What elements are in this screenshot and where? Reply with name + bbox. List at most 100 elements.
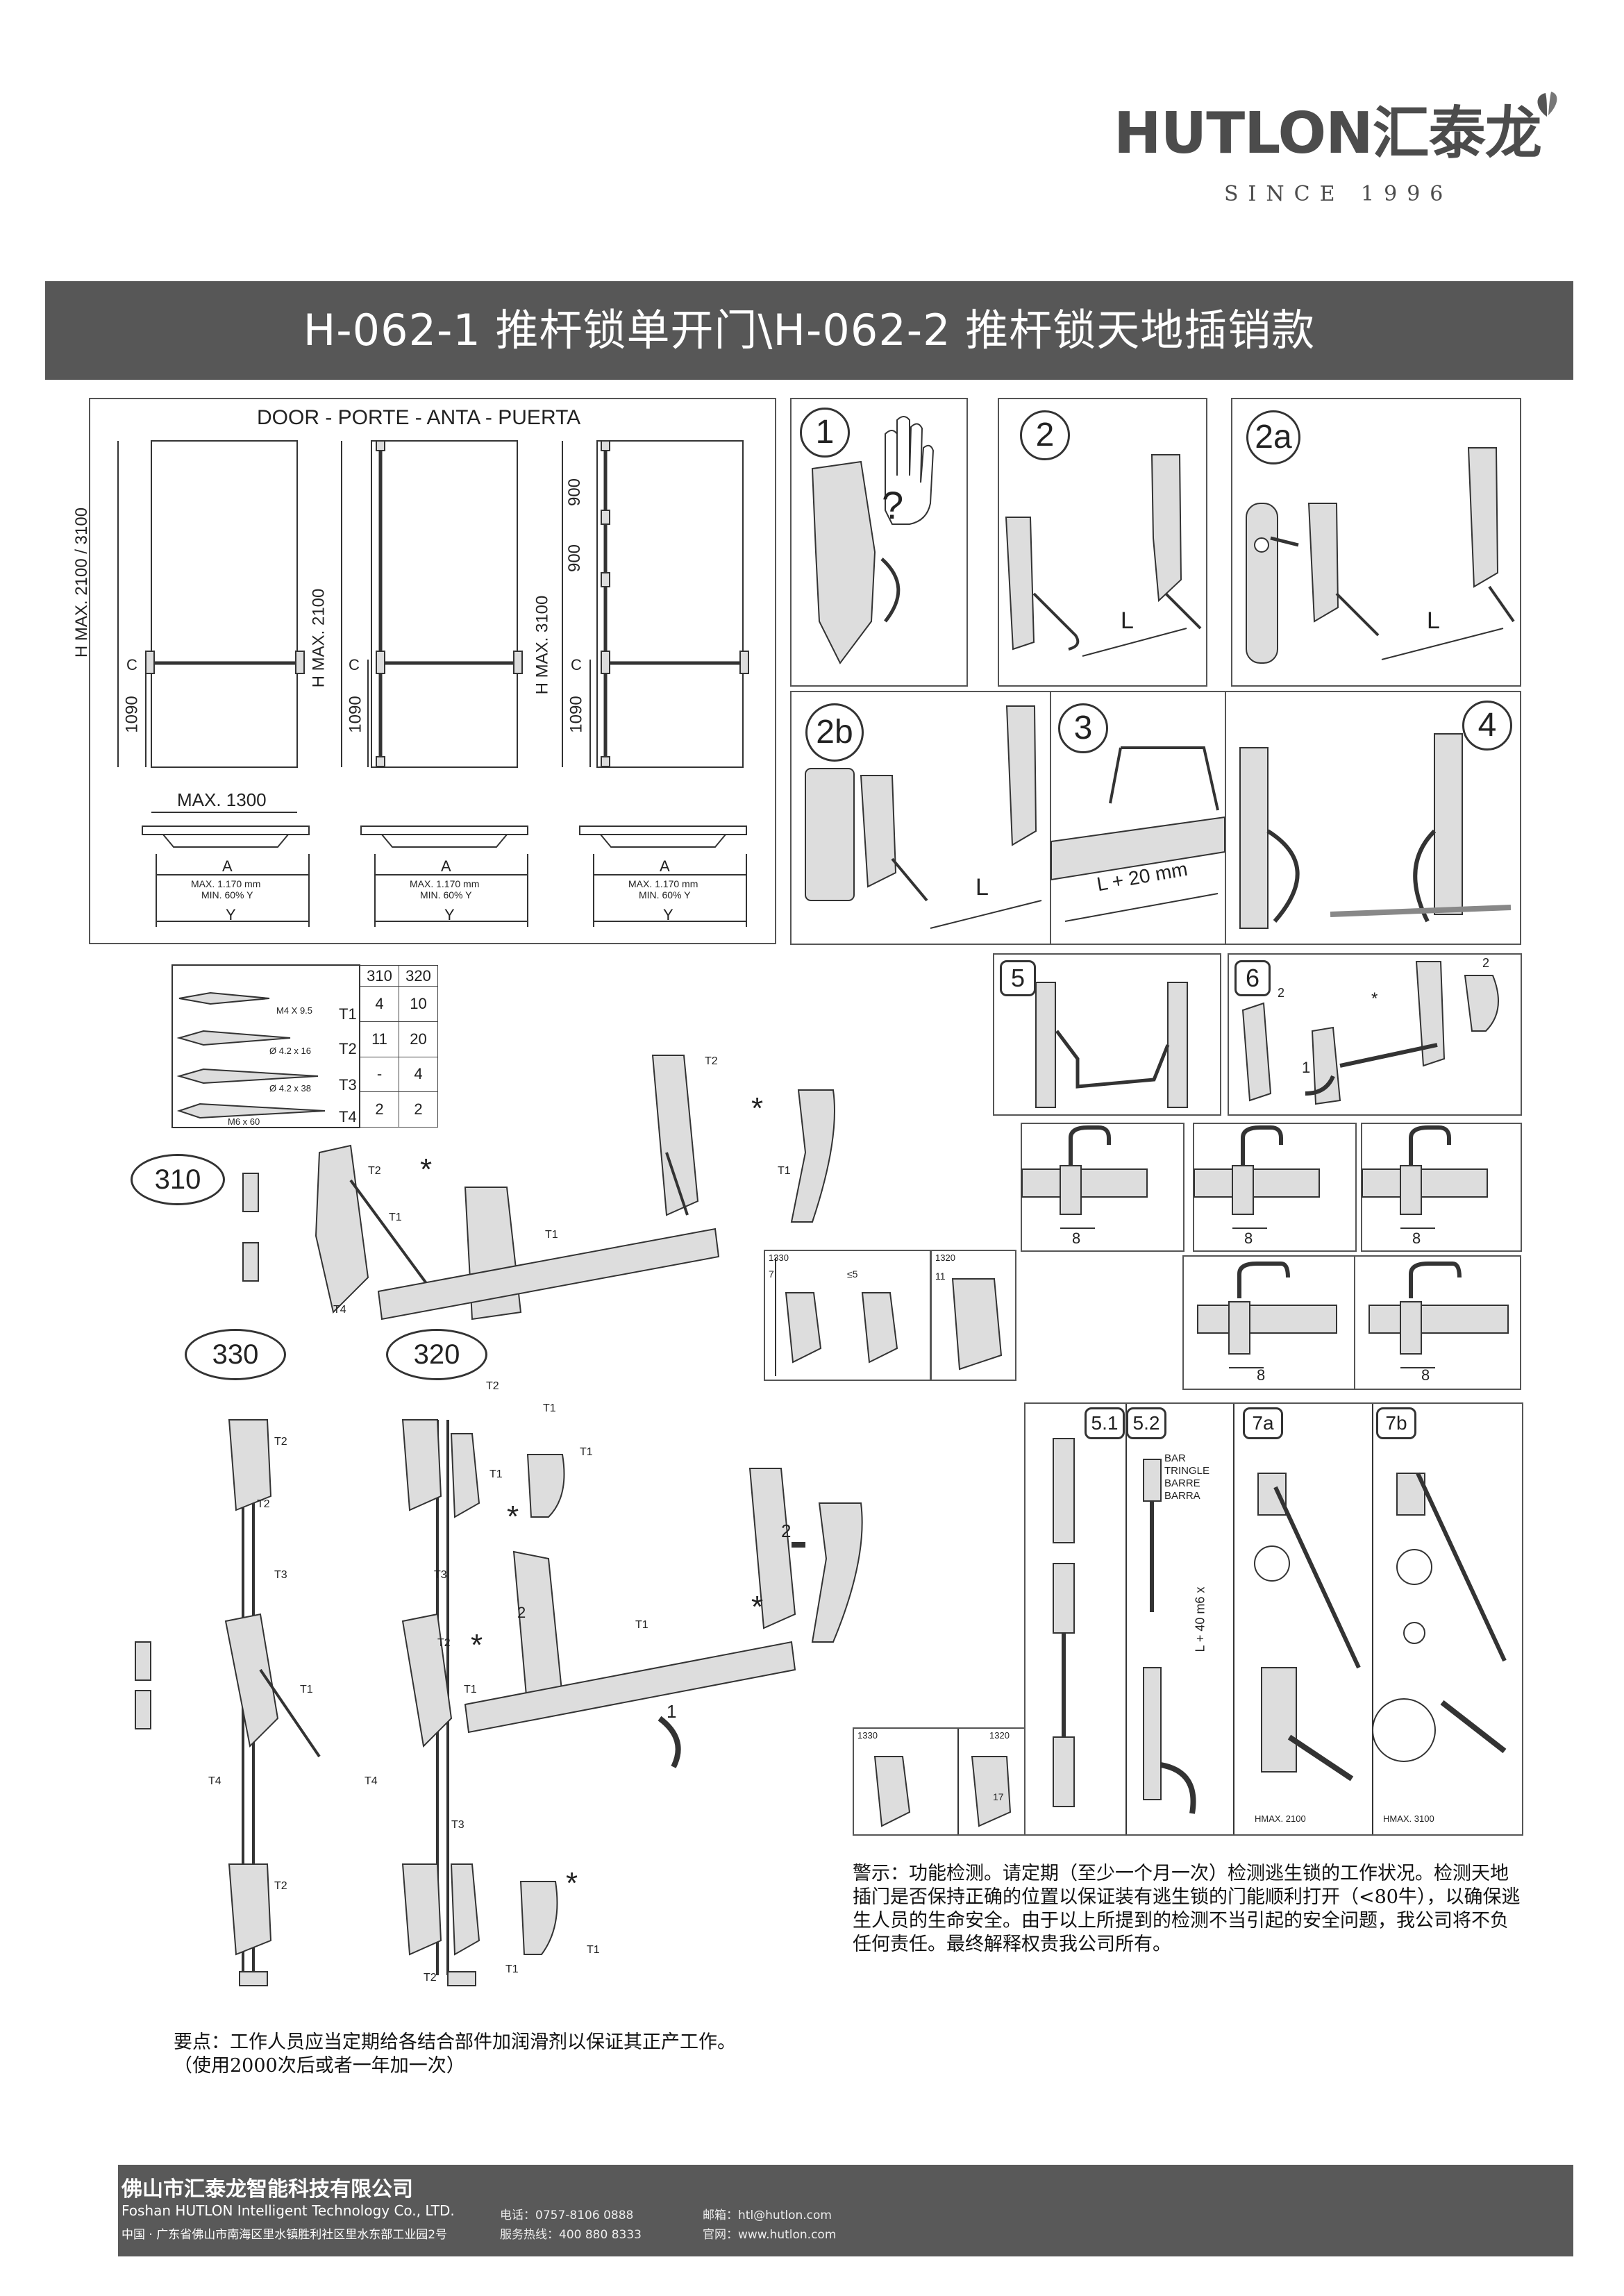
handle-detail-1-drawing (1021, 1125, 1148, 1229)
handle-detail-4-drawing (1197, 1262, 1337, 1368)
handle-detail-3: 8 (1361, 1123, 1522, 1252)
asm-main-star: * (751, 1590, 764, 1624)
asm310-t1c: T1 (778, 1165, 791, 1177)
rod-lplus: L + 40 m6 x (1193, 1586, 1207, 1652)
footer-hotline: 服务热线：400 880 8333 (500, 2228, 642, 2242)
detail4-8: 8 (1257, 1366, 1266, 1384)
qty-t3-320: 4 (399, 1056, 438, 1093)
bar-a-1: A (222, 857, 233, 875)
screw-spec-4: M6 x 60 (228, 1116, 260, 1127)
step6-1: 1 (1302, 1059, 1311, 1076)
bar-y-3: Y (663, 906, 673, 923)
asm-320-t1c: T1 (489, 1468, 503, 1480)
dim-900-b: 900 (565, 544, 585, 573)
handle-detail-4: 8 (1182, 1255, 1355, 1390)
door-elevations (117, 440, 749, 927)
step-2-panel: 2 L (998, 398, 1207, 687)
asm-320-t1e: T1 (587, 1944, 600, 1956)
screw-tag-1: T1 (339, 1005, 357, 1023)
step-2a-panel: 2a L (1231, 398, 1521, 687)
footer: 佛山市汇泰龙智能科技有限公司 Foshan HUTLON Intelligent… (118, 2165, 1573, 2256)
rod-steps-panel: 5.1 5.2 7a 7b BAR TRINGLE BARRE BARRA L … (1024, 1402, 1523, 1836)
detail1-8: 8 (1072, 1230, 1081, 1247)
step-4-drawing (1239, 733, 1512, 929)
strike-c-1330: 1330 (857, 1730, 878, 1741)
step-2-L: L (1121, 607, 1134, 634)
handle-detail-5-drawing (1368, 1262, 1509, 1368)
rod-barra: BARRA (1164, 1490, 1200, 1502)
dim-c-2: C (349, 656, 360, 673)
dim-max-width: MAX. 1300 (177, 789, 267, 810)
bar-note-1b: MIN. 60% Y (201, 889, 253, 900)
asm310-t1: T1 (389, 1212, 402, 1223)
step-5-panel: 5 (993, 953, 1221, 1116)
footer-company-cn: 佛山市汇泰龙智能科技有限公司 (122, 2177, 413, 2202)
col-320: 320 (399, 965, 438, 987)
brand-since: SINCE 1996 (1224, 182, 1453, 206)
dim-h-max-1: H MAX. 2100 / 3100 (72, 507, 92, 658)
step-6-panel: 6 2 2 1 * (1228, 953, 1522, 1116)
title-bar: H-062-1 推杆锁单开门\H-062-2 推杆锁天地插销款 (45, 281, 1573, 380)
asm-320-t4: T4 (365, 1775, 378, 1787)
step6-star: * (1371, 989, 1378, 1008)
page-title: H-062-1 推杆锁单开门\H-062-2 推杆锁天地插销款 (303, 305, 1316, 355)
handle-detail-5: 8 (1354, 1255, 1521, 1390)
strike-detail-c-drawing (873, 1729, 1012, 1834)
door-panel-heading: DOOR - PORTE - ANTA - PUERTA (257, 406, 581, 429)
asm310-t2b: T2 (705, 1055, 718, 1067)
screw-spec-1: M4 X 9.5 (276, 1005, 313, 1016)
footer-website: 官网：www.hutlon.com (703, 2228, 837, 2242)
strike-detail-c: 1330 1320 17 (853, 1727, 1026, 1836)
step-5-drawing (1035, 982, 1188, 1108)
dim-h-max-2: H MAX. 2100 (309, 588, 328, 688)
strike-a-1330: 1330 (769, 1252, 789, 1263)
footer-company-en: Foshan HUTLON Intelligent Technology Co.… (122, 2202, 455, 2219)
footer-phone: 电话：0757-8106 0888 (500, 2209, 634, 2222)
footer-address: 中国 · 广东省佛山市南海区里水镇胜利社区里水东部工业园2号 (122, 2228, 448, 2242)
rod-hmax2100: HMAX. 2100 (1255, 1813, 1306, 1824)
hand-icon (811, 416, 935, 664)
asm-320-star-c: * (566, 1866, 578, 1900)
step-number-3: 3 (1058, 703, 1108, 753)
screw-tag-3: T3 (339, 1076, 357, 1093)
asm-330-t3: T3 (274, 1569, 287, 1581)
step-2a-drawing (1246, 447, 1515, 664)
strike-detail-b-drawing (951, 1278, 1003, 1371)
qty-t2-320: 20 (399, 1021, 438, 1057)
asm-330-t2b: T2 (257, 1498, 270, 1510)
asm310-t2: T2 (368, 1165, 381, 1177)
dim-900-a: 900 (565, 478, 585, 507)
door-dimensions-panel: DOOR - PORTE - ANTA - PUERTA (72, 398, 776, 944)
screws-drawing (171, 964, 360, 1128)
asm-330-t1: T1 (300, 1684, 313, 1695)
step-2b-L: L (976, 874, 989, 900)
rod-barre: BARRE (1164, 1477, 1200, 1489)
model-310-label: 310 (131, 1154, 225, 1205)
step-number-7a: 7a (1243, 1407, 1283, 1439)
bar-y-2: Y (444, 906, 455, 923)
asm-320-2: 2 (517, 1604, 526, 1621)
asm-320-t3: T3 (434, 1569, 447, 1581)
asm-320-t1a: T1 (543, 1402, 556, 1414)
asm-320-t2b: T2 (437, 1637, 451, 1649)
step-4-panel: 4 (1225, 691, 1521, 945)
step-number-2b: 2b (805, 703, 864, 762)
asm-320-t1d: T1 (464, 1684, 477, 1695)
screw-table: M4 X 9.5 Ø 4.2 x 16 Ø 4.2 x 38 M6 x 60 T… (171, 964, 438, 1128)
step-number-4: 4 (1462, 701, 1512, 751)
asm310-star: * (420, 1153, 433, 1187)
screw-tag-4: T4 (339, 1108, 357, 1125)
qty-t4-310: 2 (360, 1091, 399, 1128)
detail2-8: 8 (1244, 1230, 1253, 1247)
strike-detail-a-drawing (775, 1258, 898, 1376)
handle-detail-2: 8 (1193, 1123, 1357, 1252)
bar-note-3a: MAX. 1.170 mm (628, 878, 698, 889)
bar-note-3b: MIN. 60% Y (639, 889, 691, 900)
bar-note-2a: MAX. 1.170 mm (410, 878, 480, 889)
screw-spec-3: Ø 4.2 x 38 (269, 1083, 311, 1093)
rod-steps-drawing (1053, 1404, 1507, 1834)
detail3-8: 8 (1412, 1230, 1421, 1247)
rod-bar: BAR (1164, 1452, 1186, 1464)
asm310-t4: T4 (333, 1304, 346, 1316)
